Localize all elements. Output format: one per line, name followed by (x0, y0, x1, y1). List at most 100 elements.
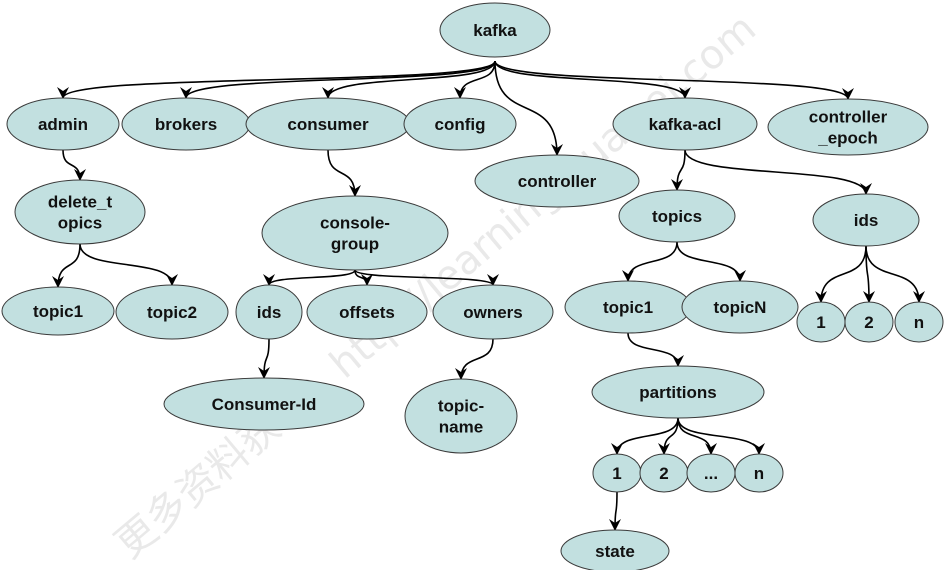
node-label: console- (320, 214, 390, 233)
node-label: topicN (714, 298, 767, 317)
node-offsets: offsets (306, 284, 428, 340)
edges-layer (52, 60, 925, 531)
edge-admin-to-delete_topics (62, 149, 86, 181)
node-ellipse (560, 529, 670, 570)
edge-kafka-to-consumer (322, 60, 496, 99)
node-ellipse (734, 453, 784, 493)
edge-kafka-to-config (454, 60, 496, 99)
node-label: state (595, 542, 635, 561)
node-ellipse (618, 189, 736, 243)
node-partitions: partitions (591, 365, 765, 419)
node-label: offsets (339, 303, 395, 322)
node-label: topic1 (603, 298, 653, 317)
node-ellipse (261, 195, 449, 271)
node-label: ids (257, 303, 282, 322)
node-owners: owners (432, 284, 554, 340)
node-label: brokers (155, 115, 217, 134)
node-label: partitions (639, 383, 716, 402)
node-controller: controller (474, 154, 640, 208)
node-label: 2 (864, 313, 873, 332)
node-controller_epoch: controller _epoch (767, 98, 929, 156)
node-label: topic2 (147, 303, 197, 322)
node-kafka-acl: kafka-acl (612, 97, 758, 151)
node-acl-topics: topics (618, 189, 736, 243)
node-acl-topicN: topicN (681, 280, 799, 334)
node-delete_topics: delete_topics (14, 179, 146, 245)
edge-delete_topics-to-dt-topic2 (79, 243, 178, 286)
node-ellipse (432, 284, 554, 340)
node-ellipse (1, 286, 115, 336)
node-ellipse (235, 284, 303, 340)
node-admin: admin (6, 97, 120, 151)
edge-partitions-to-p-n (677, 417, 765, 455)
edge-acl-ids-to-id-1 (815, 245, 867, 303)
node-ellipse (591, 365, 765, 419)
edge-partitions-to-p-dots (677, 417, 717, 455)
node-label: _epoch (817, 129, 878, 148)
edge-acl-topics-to-acl-topicN (676, 241, 746, 282)
node-dt-topic1: topic1 (1, 286, 115, 336)
node-label: 2 (659, 464, 668, 483)
node-ellipse (6, 97, 120, 151)
node-topic-name: topic-name (404, 378, 518, 454)
node-p-2: 2 (639, 453, 689, 493)
node-label: Consumer-Id (212, 395, 317, 414)
node-label: n (914, 313, 924, 332)
node-p-n: n (734, 453, 784, 493)
edge-kafka-acl-to-acl-ids (684, 149, 872, 195)
node-ellipse (812, 193, 920, 247)
node-label: 1 (612, 464, 621, 483)
edge-kafka-acl-to-acl-topics (671, 149, 686, 191)
node-label: controller (809, 108, 888, 127)
node-ellipse (439, 2, 551, 58)
edge-kafka-to-admin (57, 60, 496, 99)
node-label: 1 (816, 313, 825, 332)
node-ellipse (404, 378, 518, 454)
edge-console-group-to-owners (354, 269, 499, 286)
node-ellipse (115, 284, 229, 340)
node-ellipse (14, 179, 146, 245)
node-id-2: 2 (844, 301, 894, 343)
node-label: owners (463, 303, 523, 322)
node-acl-ids: ids (812, 193, 920, 247)
edge-consumer-to-console-group (327, 149, 361, 197)
edge-acl-topic1-to-partitions (627, 332, 684, 367)
edge-console-group-to-cg-ids (263, 269, 356, 286)
edge-delete_topics-to-dt-topic1 (52, 243, 81, 288)
node-config: config (403, 97, 517, 151)
node-label: admin (38, 115, 88, 134)
edge-kafka-to-brokers (180, 60, 496, 99)
node-kafka: kafka (439, 2, 551, 58)
edge-kafka-to-kafka-acl (494, 60, 691, 99)
edge-console-group-to-offsets (354, 269, 373, 286)
node-label: group (331, 235, 379, 254)
node-id-n: n (894, 301, 944, 343)
edge-partitions-to-p-2 (658, 417, 679, 455)
node-consumer-id: Consumer-Id (163, 377, 365, 431)
node-brokers: brokers (121, 97, 251, 151)
node-label: ... (704, 464, 718, 483)
node-label: controller (518, 172, 597, 191)
node-ellipse (306, 284, 428, 340)
node-consumer: consumer (245, 97, 411, 151)
edge-cg-ids-to-consumer-id (258, 338, 271, 379)
node-acl-topic1: topic1 (564, 280, 692, 334)
edge-p-1-to-state (609, 491, 622, 531)
node-cg-ids: ids (235, 284, 303, 340)
edge-kafka-to-controller (494, 60, 563, 156)
node-label: topics (652, 207, 702, 226)
edge-kafka-to-controller_epoch (494, 60, 854, 100)
node-ellipse (612, 97, 758, 151)
edge-acl-ids-to-id-2 (862, 245, 875, 303)
node-label: consumer (287, 115, 369, 134)
node-ellipse (163, 377, 365, 431)
node-console-group: console-group (261, 195, 449, 271)
node-label: name (439, 418, 483, 437)
node-label: opics (58, 214, 102, 233)
node-p-1: 1 (592, 453, 642, 493)
node-label: topic- (438, 397, 484, 416)
node-ellipse (767, 98, 929, 156)
node-label: delete_t (48, 193, 113, 212)
node-label: topic1 (33, 302, 83, 321)
